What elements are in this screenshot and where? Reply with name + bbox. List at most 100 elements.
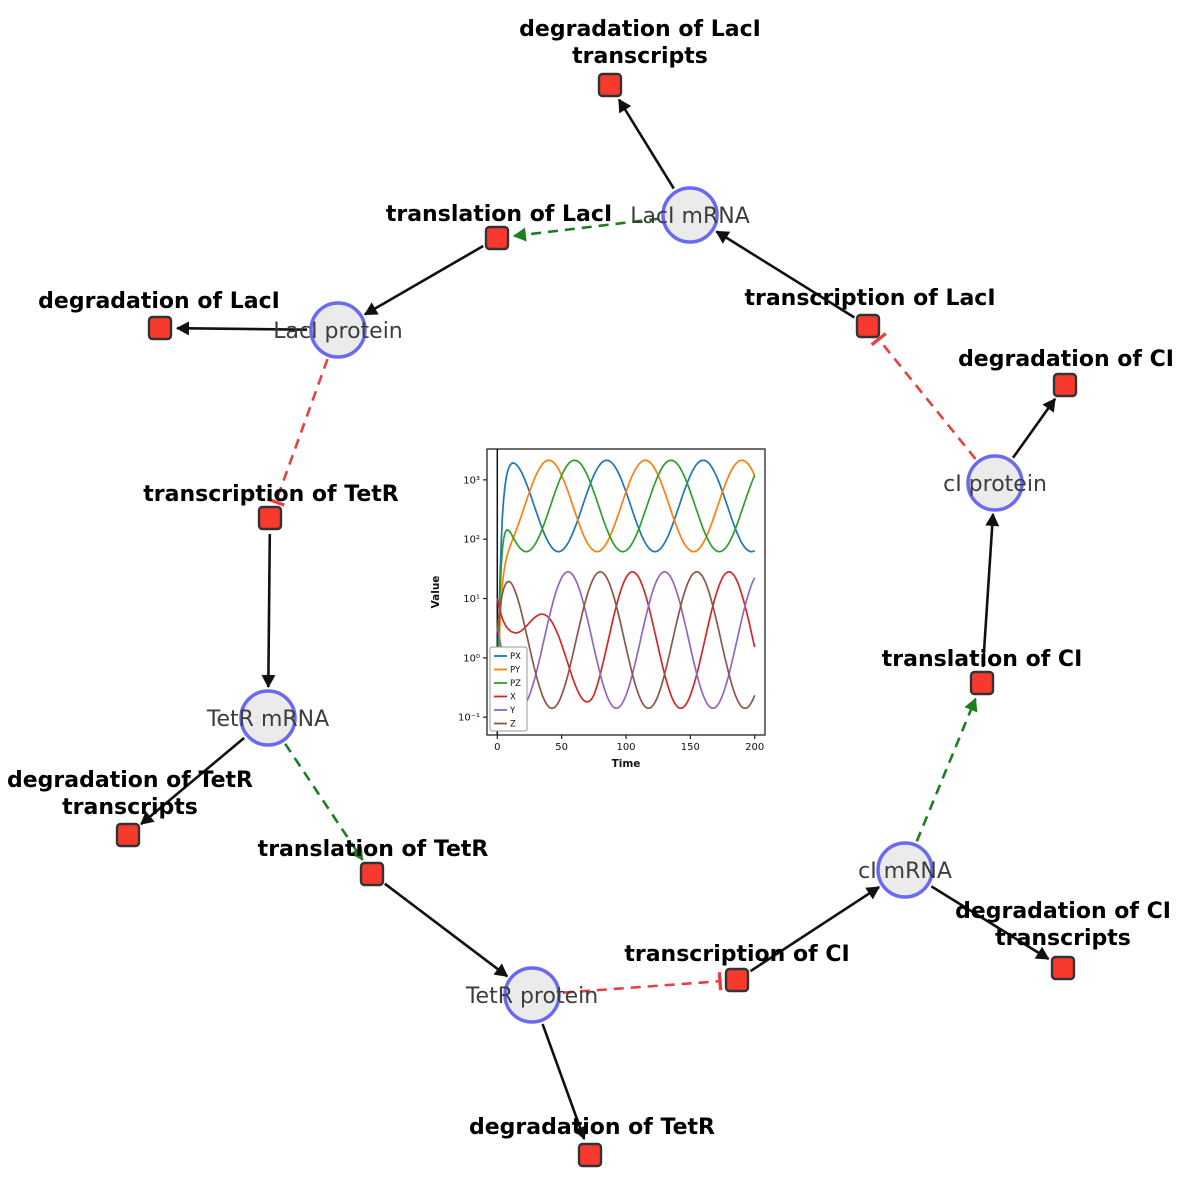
species-label-tetr-protein: TetR protein [465, 984, 598, 1009]
chart-series-py [496, 459, 756, 718]
edges-layer [140, 98, 1057, 1140]
chart-series-z [496, 570, 756, 710]
species-label-laci-protein: LacI protein [273, 319, 403, 344]
reaction-label-translation-laci: translation of LacI [386, 202, 612, 227]
reaction-node-deg-laci[interactable] [147, 315, 173, 341]
edge-translation_tetr-to-tetr_protein [384, 882, 509, 978]
edge-ci_protein-to-transcription_laci [870, 332, 977, 460]
edge-ci_mrna-to-translation_ci [915, 697, 978, 842]
reaction-node-translation-ci[interactable] [969, 670, 995, 696]
reaction-label-line: transcription of LacI [744, 286, 995, 311]
species-node-tetr-protein[interactable] [503, 966, 561, 1024]
reaction-label-line: degradation of TetR [469, 1115, 715, 1140]
reaction-node-transcription-laci[interactable] [855, 313, 881, 339]
reaction-label-transcription-tetr: transcription of TetR [143, 482, 399, 507]
chart-legend-label-pz: PZ [510, 679, 521, 689]
reaction-node-deg-tetr-transcripts[interactable] [115, 822, 141, 848]
reaction-label-line: transcripts [62, 795, 198, 820]
reaction-label-translation-tetr: translation of TetR [258, 837, 489, 862]
species-label-tetr-mrna: TetR mRNA [206, 707, 329, 732]
chart-legend-label-py: PY [510, 666, 521, 676]
species-node-laci-protein[interactable] [309, 301, 367, 359]
species-label-ci-mrna: cI mRNA [858, 859, 952, 884]
reaction-label-line: degradation of CI [955, 899, 1171, 924]
reaction-label-line: translation of TetR [258, 837, 489, 862]
reaction-label-deg-tetr: degradation of TetR [469, 1115, 715, 1140]
chart-x-tick-label: 0 [494, 742, 500, 753]
edge-tetr_mrna-to-deg_tetr_transcripts [140, 736, 246, 826]
species-node-tetr-mrna[interactable] [239, 689, 297, 747]
chart-legend-label-y: Y [509, 706, 516, 716]
chart-series-y [496, 570, 756, 710]
reaction-label-line: transcripts [572, 44, 708, 69]
chart-x-tick-label: 100 [616, 742, 635, 753]
species-label-ci-protein: cI protein [943, 472, 1047, 497]
reaction-label-line: transcription of TetR [143, 482, 399, 507]
reaction-node-deg-ci[interactable] [1052, 372, 1078, 398]
reaction-node-translation-tetr[interactable] [359, 861, 385, 887]
edge-transcription_laci-to-laci_mrna [715, 230, 856, 319]
chart-y-tick-label: 10⁰ [463, 653, 480, 664]
chart-xlabel: Time [612, 758, 641, 770]
edge-transcription_tetr-to-tetr_mrna [261, 533, 276, 688]
edge-transcription_ci-to-ci_mrna [749, 885, 880, 973]
chart-legend: PX PY PZ XYZ [489, 646, 528, 732]
chart-series-group [496, 459, 756, 718]
reaction-node-deg-ci-transcripts[interactable] [1050, 955, 1076, 981]
reaction-label-line: transcription of CI [624, 942, 849, 967]
edge-laci_mrna-to-deg_laci_transcripts [617, 98, 675, 190]
edge-tetr_mrna-to-translation_tetr [284, 743, 364, 861]
reaction-label-translation-ci: translation of CI [882, 647, 1083, 672]
chart-legend-label-x: X [510, 693, 516, 703]
reaction-label-transcription-ci: transcription of CI [624, 942, 849, 967]
reaction-node-translation-laci[interactable] [484, 225, 510, 251]
reaction-node-transcription-tetr[interactable] [257, 505, 283, 531]
edge-tetr_protein-to-deg_tetr [541, 1023, 587, 1140]
chart-y-tick-label: 10² [463, 535, 480, 546]
species-node-laci-mrna[interactable] [661, 186, 719, 244]
species-node-ci-protein[interactable] [966, 454, 1024, 512]
chart-y-tick-label: 10³ [463, 475, 480, 486]
reaction-node-deg-laci-transcripts[interactable] [597, 72, 623, 98]
reaction-label-line: degradation of LacI [519, 17, 761, 42]
reaction-label-line: degradation of CI [958, 347, 1174, 372]
edge-laci_protein-to-deg_laci [176, 321, 308, 336]
reaction-node-deg-tetr[interactable] [577, 1142, 603, 1168]
chart-series-pz [496, 459, 756, 718]
reaction-label-transcription-laci: transcription of LacI [744, 286, 995, 311]
chart-legend-label-z: Z [510, 720, 516, 730]
chart-x-tick-label: 200 [745, 742, 764, 753]
species-node-ci-mrna[interactable] [876, 841, 934, 899]
edge-ci_mrna-to-deg_ci_transcripts [930, 885, 1050, 961]
species-label-laci-mrna: LacI mRNA [630, 204, 750, 229]
chart-y-tick-label: 10⁻¹ [458, 713, 480, 724]
chart-legend-box [489, 646, 528, 732]
chart-legend-label-px: PX [510, 652, 521, 662]
edge-tetr_protein-to-transcription_ci [562, 972, 723, 994]
chart-ylabel: Value [430, 576, 442, 609]
edge-translation_ci-to-ci_protein [981, 512, 1000, 668]
edge-ci_protein-to-deg_ci [1011, 397, 1057, 459]
chart-plot-area [486, 448, 766, 736]
chart-y-tick-label: 10¹ [463, 594, 480, 605]
edge-laci_mrna-to-translation_laci [512, 217, 660, 242]
reaction-label-line: degradation of TetR [7, 768, 253, 793]
edge-laci_protein-to-transcription_tetr [266, 358, 329, 507]
edge-translation_laci-to-laci_protein [363, 244, 484, 316]
reaction-node-transcription-ci[interactable] [724, 967, 750, 993]
chart-x-tick-label: 50 [555, 742, 568, 753]
nodes-layer [115, 72, 1078, 1168]
reaction-label-line: translation of LacI [386, 202, 612, 227]
reaction-label-deg-ci: degradation of CI [958, 347, 1174, 372]
reaction-label-line: transcripts [995, 926, 1131, 951]
chart-series-x [496, 570, 756, 710]
chart-x-tick-label: 150 [681, 742, 700, 753]
reaction-label-line: degradation of LacI [38, 289, 280, 314]
